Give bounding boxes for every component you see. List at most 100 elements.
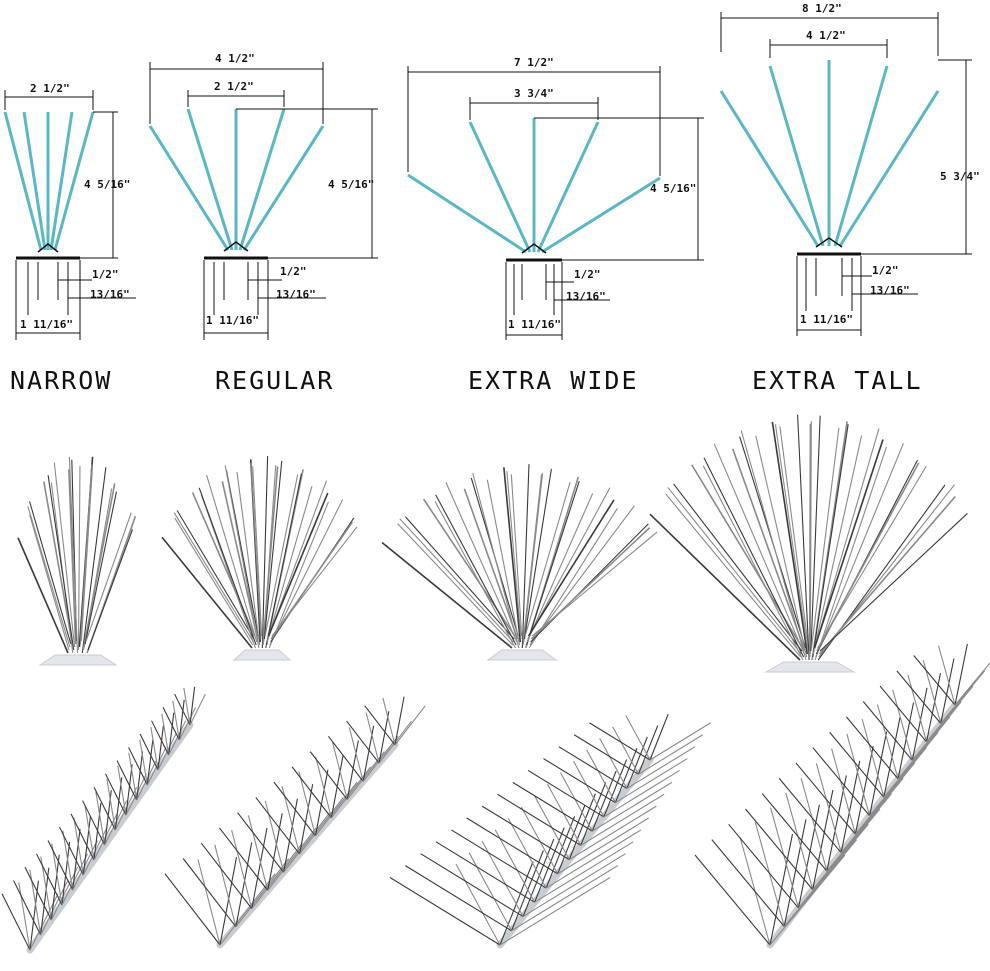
wire-spike [77,466,81,651]
wire-spike [813,439,884,649]
wire-spike [937,645,956,706]
regular-height-label: 4 5/16" [328,178,374,191]
regular-outer-width-label: 4 1/2" [215,52,255,65]
wire-spike [812,790,834,890]
extra-wide-inner-width-label: 3 3/4" [514,87,554,100]
wire-spike [235,858,290,928]
wire-spike [466,817,558,875]
plastic-base [486,649,558,661]
wire-spike [815,443,904,658]
wire-spike [911,687,928,761]
wire-spike [534,841,634,903]
wire-spike [13,880,42,936]
wire-spike [527,769,605,818]
wire-spike [174,693,191,726]
regular-inner-width-label: 2 1/2" [214,80,254,93]
wire-spike [83,488,113,648]
extra-tall-dimension-lines [720,12,972,336]
wire-spike [43,481,73,642]
wire-spike [299,797,344,855]
wire-spike [84,804,95,861]
wire-spike [266,486,313,643]
wire-spike [637,725,659,775]
wire-spike [168,720,187,756]
wire-spike [261,456,269,649]
plastic-strip [496,756,654,949]
wire-spike [389,877,501,946]
wire-spike [61,841,71,906]
extra-wide-base-inner-label: 1/2" [574,268,601,281]
wire-spike [263,460,283,640]
wire-spike [673,483,803,652]
wire-spike [161,713,170,756]
wire-spike [809,421,812,655]
wire-spike [520,806,559,875]
wire-spike [813,428,880,652]
wire-spike [365,712,380,764]
regular-base [204,241,268,260]
extra-tall-spike [833,65,889,247]
extra-tall-spikes [719,60,940,247]
wire-spike [231,829,253,909]
wire-spike [591,770,617,832]
wire-spike [314,769,329,837]
narrow-base-outer-label: 1 11/16" [20,318,73,331]
extra-wide-diagram: 7 1/2" 3 3/4" 4 5/16" 1/2" 13/16" 1 11/1… [407,56,704,340]
wire-spike [573,760,605,818]
wire-spike [795,762,856,835]
wire-spike [221,481,259,640]
wire-spike [346,740,359,800]
wire-spike [463,488,519,640]
wire-spike [445,482,518,643]
wire-spike [481,805,570,861]
wire-spike [176,510,255,640]
wire-spike [913,655,956,706]
wire-spike [17,537,69,654]
wire-spike [267,813,283,891]
wire-spike [331,741,348,800]
wire-spike [761,793,828,872]
wire-spike [497,793,582,846]
wire-spike [236,471,261,646]
wire-spike [80,472,93,642]
wire-spike [178,707,197,741]
wire-spike [136,751,144,801]
wire-spike [818,495,956,655]
wire-spike [346,720,380,764]
wire-spike [472,473,520,649]
wire-spike [846,716,899,780]
wire-spike [451,829,547,889]
wire-spike [50,854,60,921]
wire-spike [51,843,63,906]
wire-spike [614,748,638,803]
wire-spike [557,817,649,875]
wire-spike [665,493,802,658]
narrow-dimension-lines [4,90,136,340]
wire-spike [589,722,651,761]
wire-spike [29,514,70,651]
narrow-base [16,243,80,260]
wire-spike [434,501,516,649]
regular-spike [238,108,286,251]
wire-spike [810,427,840,649]
extra-wide-spike [536,121,600,253]
wire-spike [840,777,904,854]
wire-spike [486,479,521,646]
regular-spike [186,108,234,251]
narrow-spike [49,111,74,251]
wire-spike [40,867,50,936]
narrow-strip-photo [1,686,206,954]
wire-spike [139,739,148,786]
wire-spike [47,840,74,891]
wire-spike [954,662,990,706]
wire-spike [348,727,364,782]
wire-spike [599,738,628,789]
wire-spike [731,448,806,652]
wire-spike [649,722,711,761]
extra-tall-height-label: 5 3/4" [940,170,980,183]
wire-spike [814,446,887,661]
wire-spike [397,523,514,646]
wire-spike [468,852,513,932]
wire-spike [47,475,75,651]
wire-spike [592,781,673,832]
